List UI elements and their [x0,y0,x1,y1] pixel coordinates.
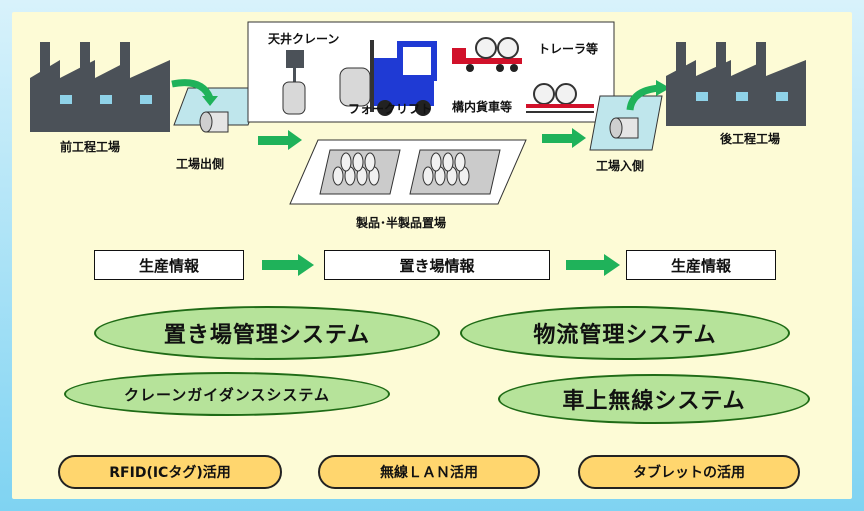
arrow-yard-to-entrance [542,128,586,148]
storage-yard-label: 製品･半製品置場 [356,216,447,230]
overhead-crane-label: 天井クレーン [268,32,340,46]
info-arrow-1 [262,254,314,276]
trailer-icon [452,37,522,72]
downstream-factory-icon [666,42,806,126]
info-box-production-2: 生産情報 [626,250,776,280]
info-arrow-2 [566,254,620,276]
tech-tablet: タブレットの活用 [578,455,800,489]
stored-coils-left [332,152,380,186]
logistics-management-system: 物流管理システム [460,306,790,360]
coil-entrance-icon [609,117,639,139]
arrow-exit-to-yard [258,130,302,150]
curve-arrow-downstream [626,84,661,111]
upstream-factory-icon [30,42,170,132]
factory-exit-label: 工場出側 [176,157,225,171]
onboard-wireless-system: 車上無線システム [498,374,810,424]
yard-management-system: 置き場管理システム [94,306,440,360]
tech-rfid: RFID(ICタグ)活用 [58,455,282,489]
coil-exit-icon [199,111,229,133]
tech-wireless-lan: 無線ＬＡＮ活用 [318,455,540,489]
stored-coils-right [422,152,470,186]
trailer-label: トレーラ等 [538,42,599,56]
info-box-yard: 置き場情報 [324,250,550,280]
crane-icon [282,50,306,115]
forklift-label: フォークリフト [348,102,433,116]
downstream-factory-label: 後工程工場 [720,132,781,146]
forklift-icon [339,40,437,116]
upstream-factory-label: 前工程工場 [60,140,121,154]
info-box-production-1: 生産情報 [94,250,244,280]
freight-car-label: 構内貨車等 [452,100,513,114]
factory-entrance-label: 工場入側 [596,159,645,173]
upstream-platform [173,87,263,126]
freight-car-icon [526,83,594,113]
crane-guidance-system: クレーンガイダンスシステム [64,372,390,416]
curve-arrow-upstream [171,79,214,100]
